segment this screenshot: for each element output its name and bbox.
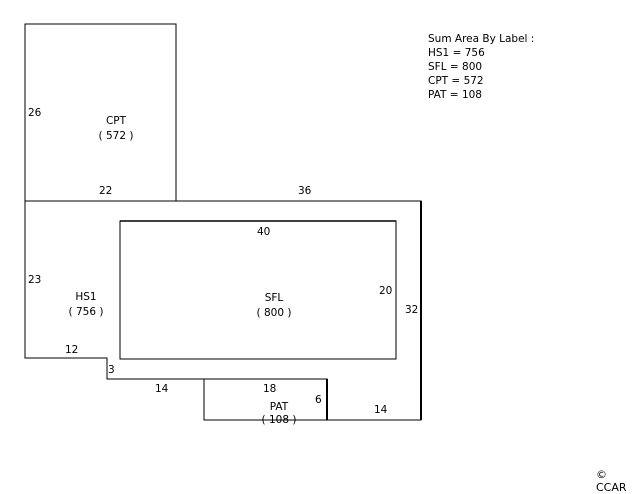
summary-row: PAT = 108 — [428, 89, 482, 101]
pat-label: PAT ( 108 ) — [257, 401, 301, 426]
summary-title: Sum Area By Label : — [428, 33, 535, 45]
cpt-label: CPT ( 572 ) — [96, 115, 136, 142]
dimension-label: 6 — [315, 394, 322, 406]
dimension-label: 26 — [28, 107, 42, 119]
floor-plan-drawing — [24, 23, 422, 421]
hs1-label: HS1 ( 756 ) — [64, 291, 108, 318]
pat-area: ( 108 ) — [261, 414, 297, 426]
dimension-label: 22 — [99, 185, 113, 197]
summary-row: CPT = 572 — [428, 75, 484, 87]
sfl-name: SFL — [264, 292, 284, 304]
area-summary: Sum Area By Label : HS1 = 756 SFL = 800 … — [428, 32, 534, 102]
summary-row: SFL = 800 — [428, 61, 483, 73]
copyright-text: © CCAR — [596, 468, 627, 494]
dimension-label: 36 — [298, 185, 312, 197]
pat-name: PAT — [269, 401, 289, 413]
dimension-label: 20 — [379, 285, 393, 297]
sfl-outline — [119, 220, 397, 360]
summary-row: HS1 = 756 — [428, 47, 485, 59]
dimension-label: 14 — [155, 383, 169, 395]
hs1-area: ( 756 ) — [68, 306, 104, 318]
hs1-left-outline — [24, 201, 204, 380]
cpt-area: ( 572 ) — [98, 130, 134, 142]
dimension-label: 12 — [65, 344, 79, 356]
dimension-label: 32 — [405, 304, 419, 316]
cpt-outline — [24, 23, 177, 201]
sfl-label: SFL ( 800 ) — [252, 292, 296, 319]
dimension-label: 40 — [257, 226, 271, 238]
dimension-label: 14 — [374, 404, 388, 416]
cpt-name: CPT — [105, 115, 127, 127]
hs1-name: HS1 — [75, 291, 97, 303]
dimension-label: 23 — [28, 274, 42, 286]
dimension-label: 3 — [108, 364, 115, 376]
sfl-area: ( 800 ) — [256, 307, 292, 319]
dimension-label: 18 — [263, 383, 277, 395]
